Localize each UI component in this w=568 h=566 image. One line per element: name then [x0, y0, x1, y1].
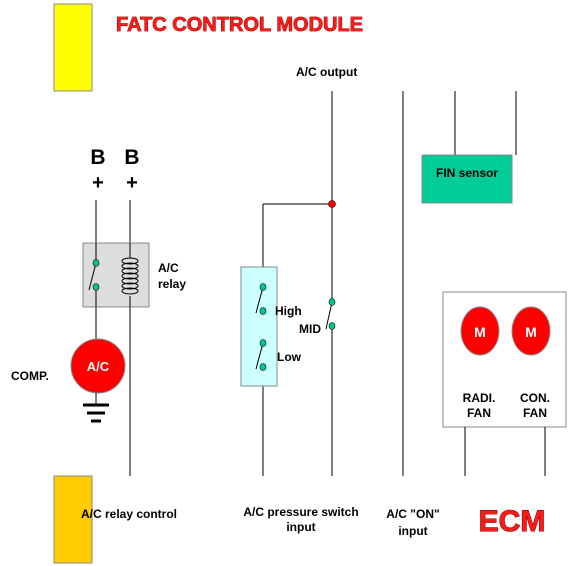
- ecm-label: ECM: [479, 505, 546, 538]
- relay-coil: [121, 243, 139, 307]
- pressure-switch-line2: input: [286, 520, 315, 534]
- ac-relay-label-line1: A/C: [158, 261, 179, 275]
- diagram-title: FATC CONTROL MODULE: [116, 14, 363, 36]
- ground-icon: [83, 393, 109, 423]
- relay-wires: [95, 200, 131, 476]
- high-label: High: [275, 304, 302, 318]
- pressure-switch-line1: A/C pressure switch: [243, 505, 358, 519]
- fan-box: [442, 291, 567, 428]
- fatc-module-block: [53, 3, 93, 92]
- fin-sensor-label: FIN sensor: [436, 166, 498, 180]
- ac-relay-control-label: A/C relay control: [81, 507, 177, 521]
- radiator-fan-motor-icon: [460, 306, 500, 356]
- battery-right-plus: +: [126, 172, 138, 194]
- mid-pressure-switch: [325, 298, 336, 330]
- battery-right-letter: B: [124, 146, 139, 169]
- relay-switch: [88, 243, 100, 307]
- comp-label: COMP.: [11, 369, 49, 383]
- low-pressure-switch: [255, 339, 267, 371]
- radiator-motor-letter: M: [474, 324, 486, 340]
- mid-label: MID: [299, 322, 321, 336]
- condenser-fan-motor-icon: [511, 306, 551, 356]
- battery-left-plus: +: [92, 172, 104, 194]
- battery-left-letter: B: [90, 146, 105, 169]
- pressure-switch-box: [240, 266, 278, 387]
- ac-relay-label-line2: relay: [158, 277, 186, 291]
- compressor-label: A/C: [87, 359, 110, 374]
- ac-output-label: A/C output: [296, 65, 357, 79]
- junction-dot: [328, 200, 336, 208]
- radi-fan-line1: RADI.: [463, 391, 496, 405]
- ac-on-line1: A/C "ON": [386, 507, 439, 521]
- con-fan-line2: FAN: [523, 406, 547, 420]
- high-pressure-switch: [255, 283, 267, 315]
- radi-fan-line2: FAN: [467, 406, 491, 420]
- compressor-circle: [70, 338, 126, 394]
- con-fan-line1: CON.: [520, 391, 550, 405]
- condenser-motor-letter: M: [525, 324, 537, 340]
- ac-on-line2: input: [398, 524, 427, 538]
- ecm-block: [53, 475, 93, 564]
- fin-sensor-box: [421, 154, 513, 204]
- low-label: Low: [277, 350, 302, 364]
